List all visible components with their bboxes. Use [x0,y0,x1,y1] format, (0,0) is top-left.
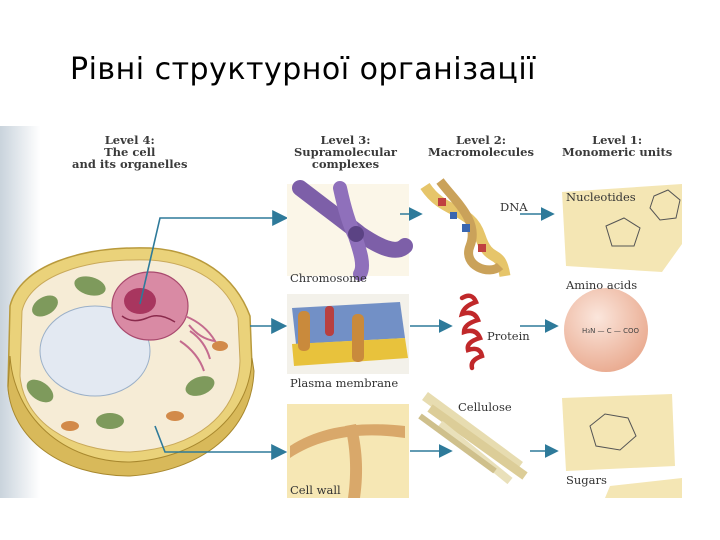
nucleotides-label: Nucleotides [566,190,636,204]
protein-coil [458,293,485,371]
sugars-label: Sugars [566,473,607,487]
cellwall-panel [287,404,409,498]
plasma-membrane-label: Plasma membrane [290,376,399,390]
sugar-panel [562,394,682,498]
cell-wall-label: Cell wall [290,483,341,497]
amino-acid-sphere: H₃N — C — COO [564,288,648,372]
svg-text:H₃N — C — COO: H₃N — C — COO [582,327,639,335]
arrow-to-cellwall [154,425,288,460]
protein-label: Protein [487,329,530,343]
dna-label: DNA [500,200,528,214]
chromosome-label: Chromosome [290,271,367,285]
level2-heading: Level 2:Macromolecules [428,133,534,159]
figure-illustration: H₃N — C — COO [0,126,682,498]
chromosome-panel [287,180,413,281]
plant-cell [7,247,255,477]
amino-acids-label: Amino acids [566,278,638,292]
dna-helix [420,178,511,278]
cellulose-label: Cellulose [458,400,512,414]
nucleotide-panel [562,184,682,272]
level1-heading: Level 1:Monomeric units [562,133,673,159]
cellulose-fibers [418,391,528,485]
membrane-panel [287,294,409,374]
arrow-to-chromosome [139,210,289,305]
slide-title: Рівні структурної організації [70,52,537,87]
